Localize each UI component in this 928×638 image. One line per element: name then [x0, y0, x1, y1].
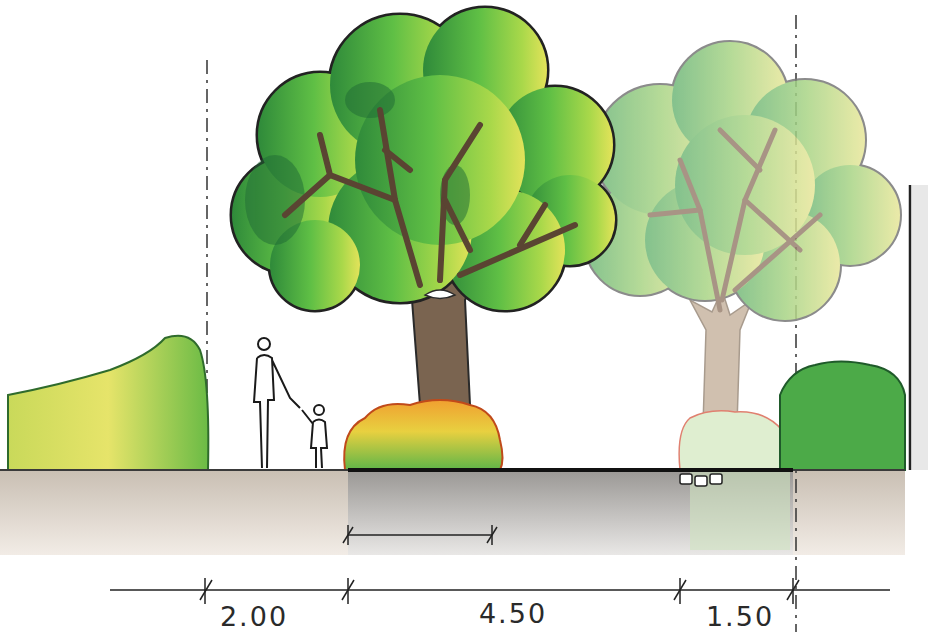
road-body: [348, 470, 793, 555]
ground-line: [0, 469, 905, 471]
hedge-right: [780, 362, 905, 471]
tree-main: [232, 8, 615, 405]
wall-shade: [912, 185, 928, 470]
shrub: [344, 400, 502, 470]
pedestrians: [254, 338, 327, 468]
curb-stones: [680, 474, 722, 486]
shrub-pale: [679, 411, 787, 470]
dimension-label: 2.00: [218, 603, 290, 630]
wall: [909, 185, 912, 470]
tree-pit-dimension: [343, 525, 497, 545]
hedge-left: [8, 336, 208, 470]
dimension-label: 4.50: [477, 600, 549, 627]
dimension-label: 1.50: [704, 603, 776, 630]
road-surface: [348, 468, 793, 472]
ground: [0, 470, 905, 555]
planting-strip: [690, 470, 790, 550]
